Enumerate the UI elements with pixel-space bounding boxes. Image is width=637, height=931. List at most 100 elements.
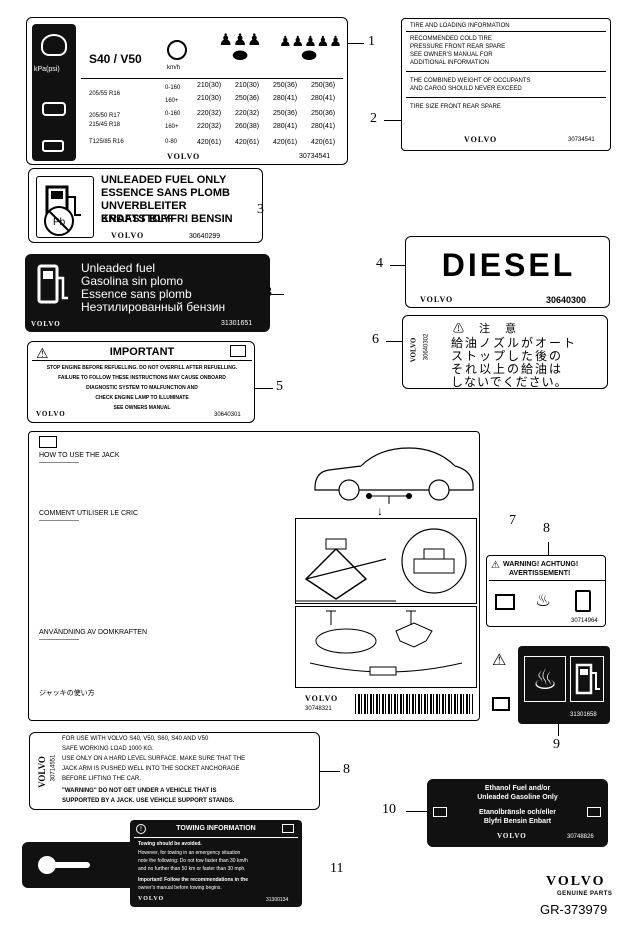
important-line-1: STOP ENGINE BEFORE REFUELLING. DO NOT OV… [46,365,238,371]
fuel-line-2: ESSENCE SANS PLOMB [101,187,230,199]
pressure-cell: 280(41) [273,123,298,130]
jack-usage-line-3: USE ONLY ON A HARD LEVEL SURFACE. MAKE S… [62,756,246,762]
label4-brand: VOLVO [420,295,454,304]
fuel-pump-icon-white [570,656,604,702]
speedometer-icon [167,40,187,60]
tire-gauge-icon [41,34,67,56]
svg-text:Pb: Pb [53,217,66,228]
jack-usage-line-4: JACK ARM IS PUSHED WELL INTO THE SOCKET … [62,766,240,772]
towing-line-2: However, for towing in an emergency situ… [138,850,241,856]
caution-line-4: しないでください。 [451,375,568,389]
pressure-cell: 250(36) [311,110,336,117]
label-11-towing-info: ! TOWING INFORMATION Towing should be av… [130,820,302,907]
label5-brand: VOLVO [36,410,66,418]
fuel-line-4: ENDAST BLYFRI BENSIN [101,213,233,225]
label2-line: TIRE SIZE FRONT REAR SPARE [410,104,501,110]
pressure-cell: 210(30) [197,95,222,102]
towing-line-4: and no further than 50 km or faster than… [138,866,246,872]
pressure-cell: 210(30) [235,82,260,89]
tire-size-2: 205/50 R17 [89,113,121,119]
ethanol-line-1: Ethanol Fuel and/or [484,785,551,792]
towing-title: TOWING INFORMATION [176,825,256,832]
callout-4: 4 [376,256,383,271]
fuel-line-4: Неэтилированный бензин [81,300,226,314]
label3a-part-number: 30640299 [189,233,221,240]
caution-line-1: 給油ノズルがオート [451,336,578,350]
towing-line-1: Towing should be avoided. [138,841,202,847]
callout-5: 5 [276,379,283,394]
tire-size-3: 215/45 R18 [89,122,121,128]
caution-line-3: それ以上の給油は [451,362,564,376]
jack-detail-panel [295,518,477,604]
jack-usage-line-7: SUPPORTED BY A JACK. USE VEHICLE SUPPORT… [62,798,235,804]
pressure-cell: 220(32) [197,110,222,117]
important-title: IMPORTANT [109,346,175,358]
warning-triangle-icon: ⚠ [491,560,500,571]
label1-brand: VOLVO [167,152,201,161]
pressure-cell: 260(38) [235,123,260,130]
pressure-cell: 420(61) [197,139,222,146]
callout-8: 8 [343,762,350,777]
speed-5: 0-80 [165,139,178,145]
pressure-cell: 250(36) [273,110,298,117]
pressure-cell: 420(61) [273,139,298,146]
pressure-cell: 250(36) [235,95,260,102]
callout-3a: 3 [257,202,264,217]
manual-book-icon [492,697,510,711]
warning-triangle-icon: ⚠ [492,652,507,669]
warning-line-2: AVERTISSEMENT! [509,570,571,577]
pressure-cell: 420(61) [235,139,260,146]
label3b-brand: VOLVO [31,320,61,328]
fuel-line-3: UNVERBLEITER KRAFTSTOFF [101,200,187,225]
warning-triangle-icon: ⚠ [36,345,49,361]
info-circle-icon: ! [136,824,146,834]
pressure-cell: 420(61) [311,139,336,146]
callout-9a: 8 [543,521,550,536]
label-3b-unleaded-fuel-dark: Unleaded fuel Gasolina sin plomo Essence… [25,254,270,332]
label9b-part-number: 31301658 [570,712,597,718]
label-10-ethanol: Ethanol Fuel and/or Unleaded Gasoline On… [427,779,608,847]
fuel-line-1: UNLEADED FUEL ONLY [101,174,227,186]
jack-tire-diagram [295,606,477,688]
towing-line-6: owner's manual before towing begins. [138,885,222,891]
label11-part-number: 31300134 [266,897,289,903]
important-line-4: CHECK ENGINE LAMP TO ILLUMINATE [95,395,189,401]
car-silhouette-diagram [309,442,477,504]
pressure-cell: 250(36) [311,82,336,89]
fuel-pump-icon-white [35,262,71,310]
barcode [355,694,473,714]
speed-unit: km/h [167,65,181,71]
towing-line-5: Important! Follow the recommendations in… [138,877,249,883]
speed-3: 0-160 [165,111,181,117]
ethanol-line-4: Blyfri Bensin Enbart [483,818,552,825]
speed-2: 160+ [165,98,179,104]
label3b-part-number: 31301651 [221,320,253,327]
fuel-line-1: Unleaded fuel [81,261,156,275]
towing-line-3: note the following: Do not tow faster th… [138,858,248,864]
footer-ref: GR-373979 [540,902,608,917]
label10-part-number: 30748826 [567,834,594,840]
jack-usage-line-2: SAFE WORKING LOAD 1000 KG. [62,746,154,752]
caution-title: ⚠ 注 意 [453,323,523,335]
hanger-hole [38,856,56,874]
label6-side-brand: VOLVO [409,337,418,363]
fuel-pump-icon: Pb [36,176,94,238]
label4-part-number: 30640300 [546,295,587,305]
pressure-cell: 280(41) [311,123,336,130]
label10-brand: VOLVO [497,832,527,840]
fuel-pump-icon [575,590,591,612]
label-1-tire-pressure: kPa(psi) S40 / V50 km/h ♟♟♟⬬ ♟♟♟♟♟⬬ 205/… [26,17,348,165]
label-9a-warning: ⚠ WARNING! ACHTUNG! AVERTISSEMENT! ♨ 307… [486,555,606,627]
model-name: S40 / V50 [89,52,142,66]
fuel-line-2: Gasolina sin plomo [81,274,184,288]
label2-line: ADDITIONAL INFORMATION [410,60,490,66]
label-11-towing-tag [22,842,140,888]
important-line-2: FAILURE TO FOLLOW THESE INSTRUCTIONS MAY… [58,375,226,381]
pressure-cell: 220(32) [197,123,222,130]
label-6-japanese-caution: VOLVO 30640302 ⚠ 注 意 給油ノズルがオート ストップした後の … [402,315,608,389]
manual-book-icon-left [433,807,447,817]
label2-part-number: 30734541 [568,137,595,143]
callout-9b: 9 [553,737,560,752]
label-5-important: ⚠ IMPORTANT STOP ENGINE BEFORE REFUELLIN… [27,341,255,423]
label2-brand: VOLVO [464,135,498,144]
